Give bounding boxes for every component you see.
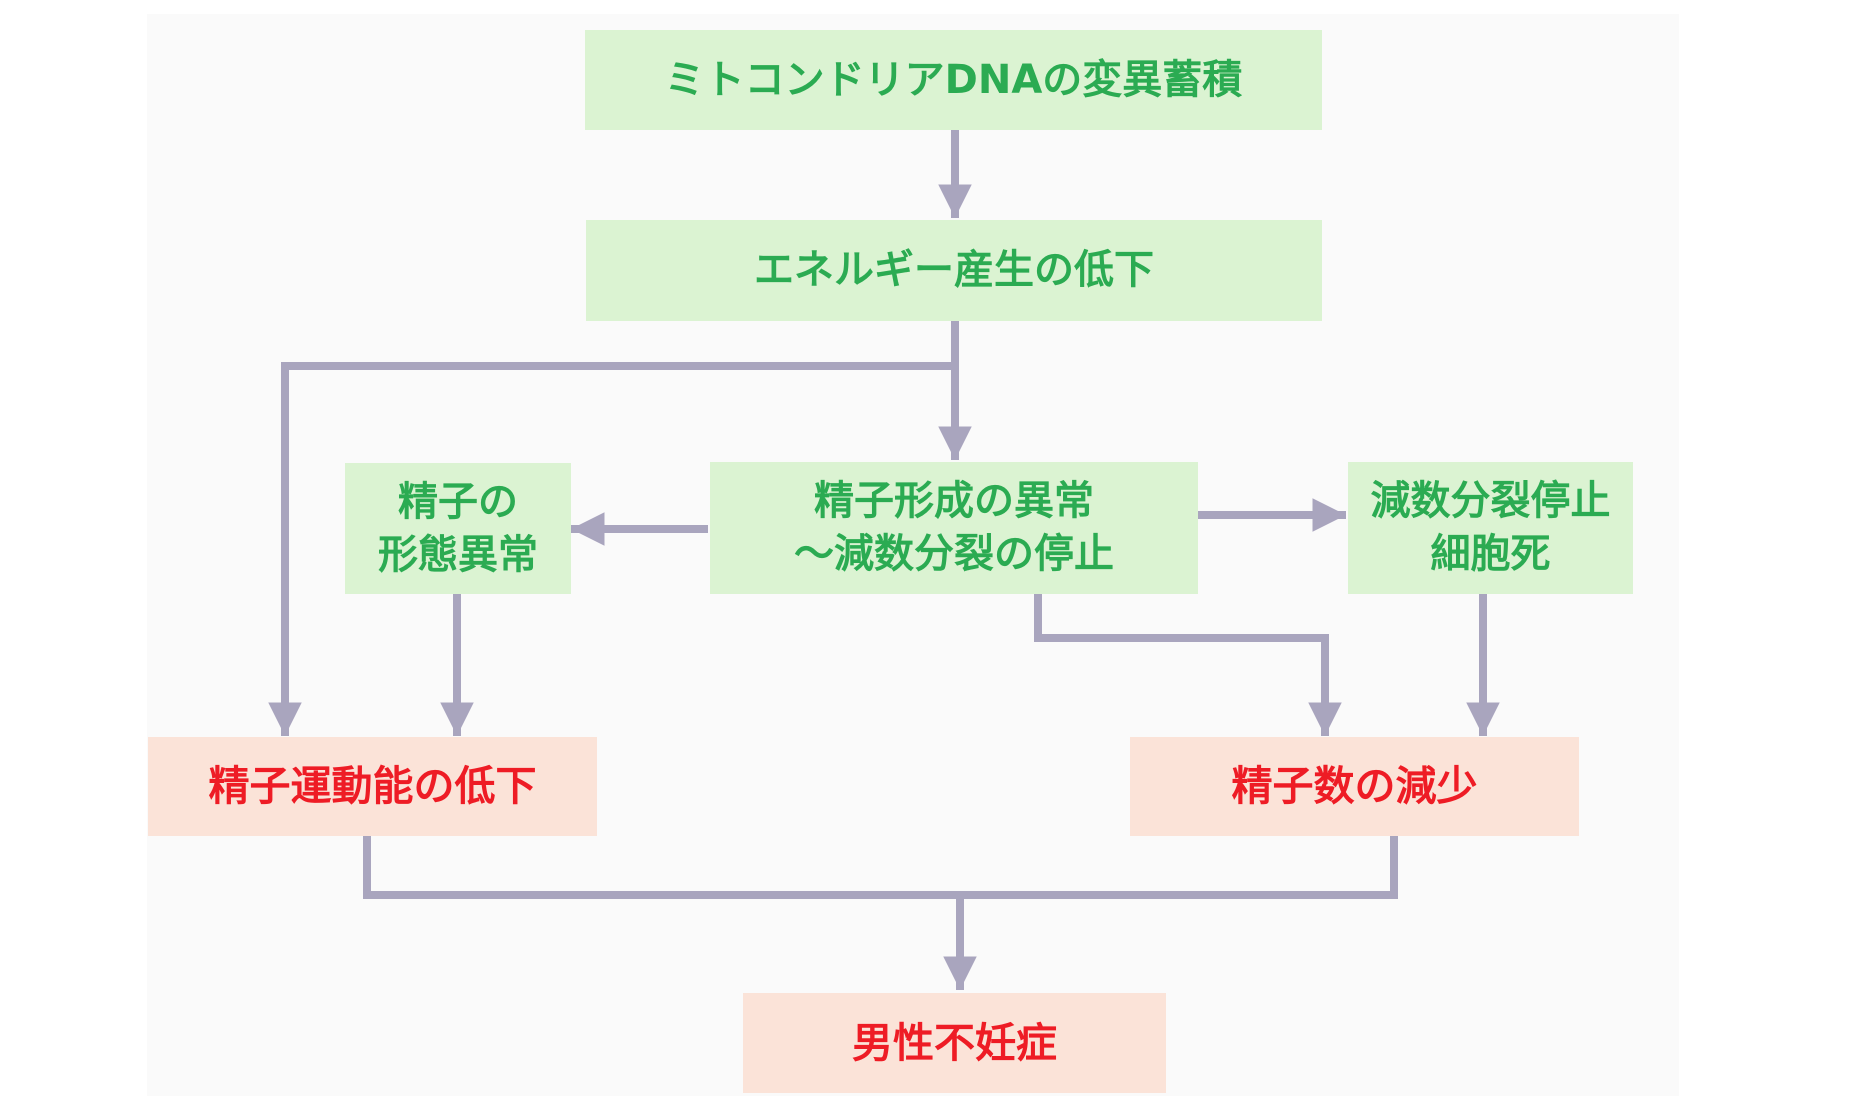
node-spermatogenesis-abnormality: 精子形成の異常 〜減数分裂の停止: [710, 462, 1198, 594]
node-male-infertility: 男性不妊症: [743, 993, 1166, 1093]
arrow-energy-to-motility: [268, 362, 955, 736]
node-sperm-count-decrease: 精子数の減少: [1130, 737, 1579, 836]
connector-motility-to-merge: [363, 836, 960, 899]
node-sperm-morphology: 精子の 形態異常: [345, 463, 571, 594]
node-energy-decline: エネルギー産生の低下: [586, 220, 1322, 321]
node-mtdna-mutation: ミトコンドリアDNAの変異蓄積: [585, 30, 1322, 130]
node-meiosis-arrest-cell-death: 減数分裂停止 細胞死: [1348, 462, 1633, 594]
connector-count-to-merge: [960, 836, 1398, 899]
node-motility-decline: 精子運動能の低下: [148, 737, 597, 836]
arrow-spermatogenesis-to-count: [1034, 594, 1342, 736]
